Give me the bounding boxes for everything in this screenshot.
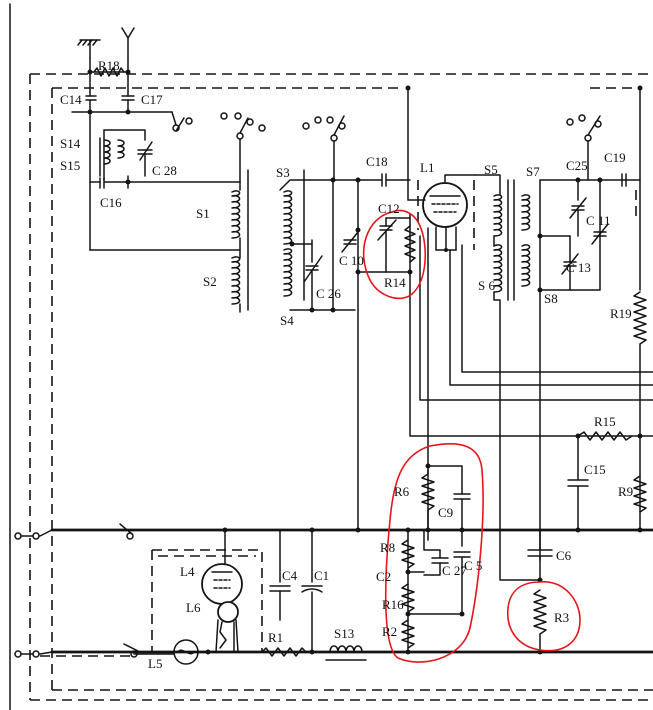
label-c13: C 13 [566, 260, 591, 275]
label-r9: R9 [618, 484, 633, 499]
label-c10: C 10 [339, 253, 364, 268]
label-c15: C15 [584, 462, 606, 477]
label-l5: L5 [148, 656, 162, 671]
label-l6: L6 [186, 600, 201, 615]
label-c12: C12 [378, 201, 400, 216]
label-c16: C16 [100, 195, 122, 210]
label-s6: S 6 [478, 278, 495, 293]
label-c9: C9 [438, 505, 453, 520]
input-section [71, 57, 241, 251]
label-c11: C 11 [586, 213, 610, 228]
cathode-network [401, 463, 471, 655]
ground-symbol [77, 39, 101, 59]
grid-input-network [341, 173, 416, 531]
label-c25: C25 [566, 158, 588, 173]
power-section [133, 529, 367, 665]
label-c5: C 5 [464, 558, 482, 573]
label-s14: S14 [60, 136, 81, 151]
label-s3: S3 [276, 165, 290, 180]
label-r2: R2 [382, 624, 397, 639]
label-l1: L1 [420, 160, 434, 175]
label-s8: S8 [544, 291, 558, 306]
label-c19: C19 [604, 150, 626, 165]
label-r1: R1 [268, 630, 283, 645]
label-s13: S13 [334, 626, 354, 641]
label-r8: R8 [380, 540, 395, 555]
chassis-outline [9, 3, 653, 710]
highlight-r3 [506, 581, 581, 652]
label-s4: S4 [280, 313, 294, 328]
tube-l1 [405, 85, 653, 541]
label-r18: R18 [98, 58, 120, 73]
label-c17: C17 [141, 92, 163, 107]
label-r16: R16 [382, 597, 404, 612]
label-c27: C 27 [442, 563, 467, 578]
output-network [527, 529, 553, 655]
label-c26: C 26 [316, 286, 341, 301]
highlight-cathode-network [384, 443, 484, 663]
label-c14: C14 [60, 92, 82, 107]
label-c4: C4 [282, 568, 298, 583]
label-c1: C1 [314, 568, 329, 583]
label-l4: L4 [180, 564, 195, 579]
label-c6: C6 [556, 548, 572, 563]
label-r3: R3 [554, 610, 569, 625]
right-supply-network [567, 85, 647, 531]
label-s2: S2 [203, 274, 217, 289]
coil-s3-s4 [279, 115, 361, 313]
label-r6: R6 [394, 484, 410, 499]
label-c28: C 28 [152, 163, 177, 178]
label-s7: S7 [526, 164, 540, 179]
antenna-symbol [121, 27, 135, 59]
component-labels: R18 C14 C17 S14 S15 C 28 C16 S1 S2 S3 C … [60, 58, 633, 671]
highlight-marks [362, 209, 581, 663]
label-c2: C2 [376, 569, 391, 584]
label-r19: R19 [610, 306, 632, 321]
label-c18: C18 [366, 154, 388, 169]
highlight-r14 [362, 209, 427, 300]
if-transformer [474, 114, 641, 581]
coil-s1-s2 [220, 112, 266, 313]
label-r15: R15 [594, 414, 616, 429]
label-s5: S5 [484, 162, 498, 177]
label-s15: S15 [60, 158, 80, 173]
label-s1: S1 [196, 206, 210, 221]
label-r14: R14 [384, 275, 406, 290]
